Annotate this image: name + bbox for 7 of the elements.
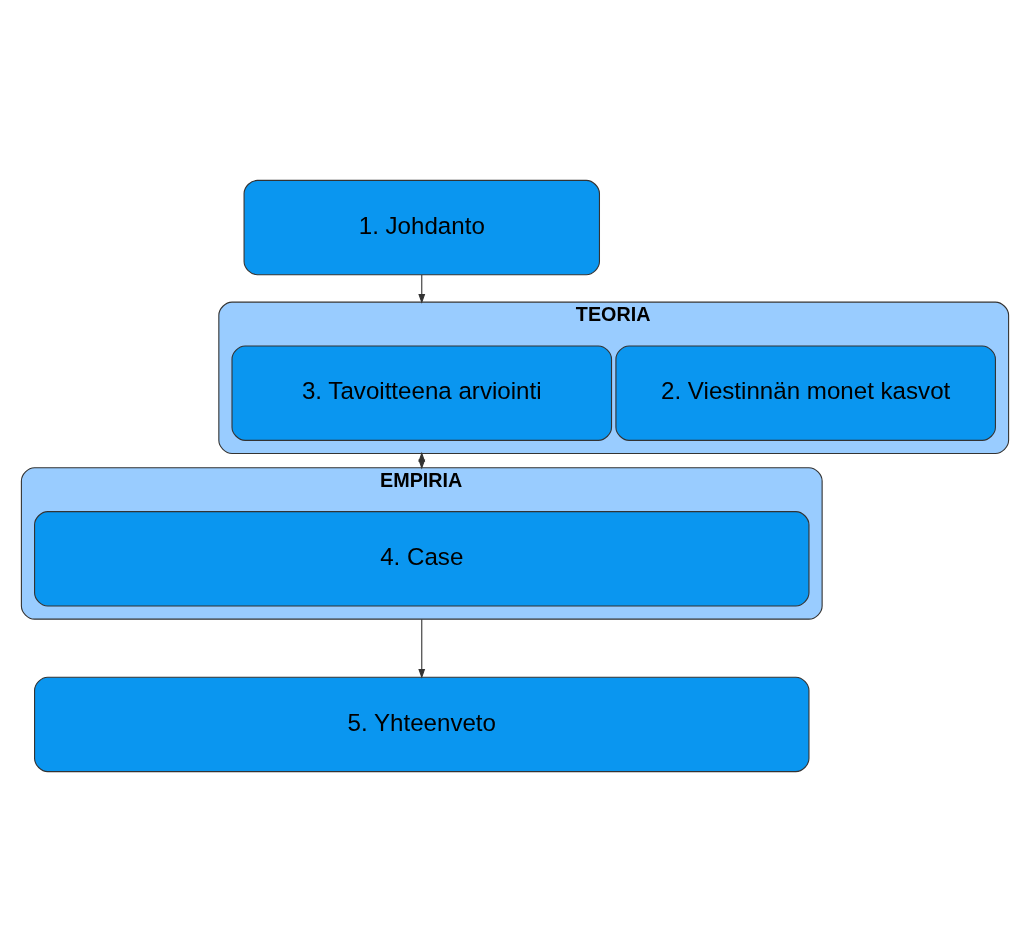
arrow [418, 274, 426, 304]
node-box: 5. Yhteenveto [34, 676, 810, 773]
node-box: 1. Johdanto [243, 179, 600, 276]
arrow [418, 618, 426, 679]
node-box: 2. Viestinnän monet kasvot [615, 345, 996, 441]
node-box: 3. Tavoitteena arviointi [231, 345, 613, 441]
node-box: 4. Case [34, 511, 810, 607]
